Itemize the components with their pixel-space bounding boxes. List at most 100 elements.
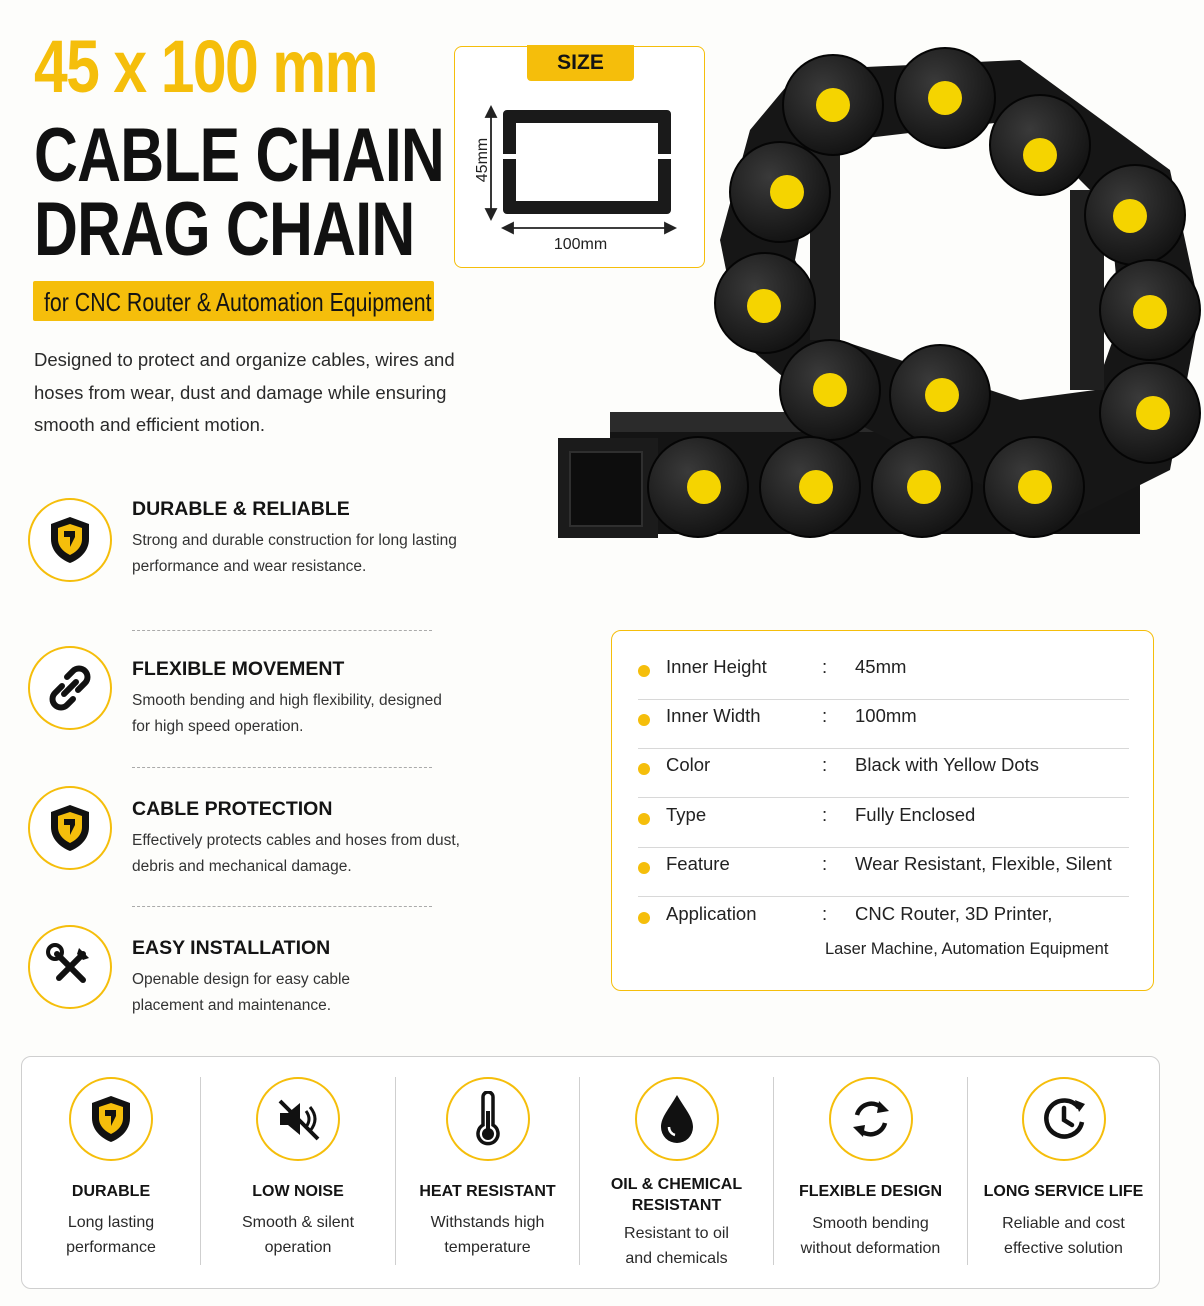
spec-row: Application : CNC Router, 3D Printer, La… [638, 898, 1129, 978]
feature-title: FLEXIBLE MOVEMENT [132, 658, 345, 680]
spec-row: Feature : Wear Resistant, Flexible, Sile… [638, 848, 1129, 897]
bullet-dot [638, 665, 650, 677]
benefit-text: and chemicals [625, 1250, 728, 1267]
benefit-flexible-design: FLEXIBLE DESIGN Smooth bending without d… [774, 1057, 967, 1288]
benefit-text: temperature [444, 1239, 531, 1256]
spec-value: Fully Enclosed [855, 804, 976, 825]
cross-section-outline [503, 110, 671, 214]
feature-flexible: FLEXIBLE MOVEMENT Smooth bending and hig… [28, 646, 468, 746]
thermometer-icon [445, 1077, 530, 1161]
spec-table: Inner Height : 45mm Inner Width : 100mm … [611, 630, 1154, 991]
spec-key: Color [666, 754, 711, 775]
spec-separator: : [822, 705, 828, 726]
shield-icon [69, 1077, 153, 1161]
spec-key: Feature [666, 853, 730, 874]
spec-row: Color : Black with Yellow Dots [638, 749, 1129, 798]
benefit-text: performance [66, 1239, 156, 1256]
feature-title: DURABLE & RELIABLE [132, 498, 350, 520]
benefits-panel: DURABLE Long lasting performance LOW NOI… [21, 1056, 1160, 1289]
feature-text: Effectively protects cables and hoses fr… [132, 832, 460, 875]
headline-line-2: DRAG CHAIN [34, 187, 415, 272]
refresh-arrows-icon [828, 1077, 913, 1161]
benefit-text: Long lasting [67, 1214, 155, 1231]
benefit-oil-chemical: OIL & CHEMICAL RESISTANT Resistant to oi… [580, 1057, 773, 1288]
benefit-low-noise: LOW NOISE Smooth & silent operation [201, 1057, 395, 1288]
benefit-text: Resistant to oil [624, 1225, 729, 1242]
benefit-title: FLEXIBLE DESIGN [798, 1183, 943, 1200]
benefit-title: LONG SERVICE LIFE [983, 1183, 1144, 1200]
oil-drop-icon [634, 1077, 719, 1161]
spec-value: Black with Yellow Dots [855, 754, 1040, 775]
subtitle-text: for CNC Router & Automation Equipment [44, 287, 432, 317]
feature-title: EASY INSTALLATION [132, 937, 331, 959]
tools-icon [28, 925, 112, 1009]
bullet-dot [638, 813, 650, 825]
divider [579, 1077, 580, 1265]
subtitle-banner: for CNC Router & Automation Equipment [33, 281, 434, 321]
chain-link-icon [28, 646, 112, 730]
feature-protection: CABLE PROTECTION Effectively protects ca… [28, 786, 468, 886]
benefit-text: Smooth & silent [241, 1214, 355, 1231]
benefit-text: without deformation [800, 1240, 941, 1257]
benefit-durable: DURABLE Long lasting performance [22, 1057, 200, 1288]
divider [132, 906, 432, 907]
spec-value-line-2: Laser Machine, Automation Equipment [825, 940, 1109, 958]
spec-key: Inner Width [666, 705, 761, 726]
divider [773, 1077, 774, 1265]
bullet-dot [638, 763, 650, 775]
spec-value: CNC Router, 3D Printer, [855, 903, 1053, 924]
benefit-heat-resistant: HEAT RESISTANT Withstands high temperatu… [396, 1057, 579, 1288]
spec-value: 45mm [855, 656, 907, 677]
spec-value: Wear Resistant, Flexible, Silent [855, 853, 1112, 874]
divider [132, 767, 432, 768]
feature-title: CABLE PROTECTION [132, 798, 333, 820]
divider [132, 630, 432, 631]
benefit-text: Smooth bending [812, 1215, 929, 1232]
product-image [558, 47, 1201, 538]
spec-value: 100mm [855, 705, 917, 726]
feature-installation: EASY INSTALLATION Openable design for ea… [28, 925, 468, 1025]
benefit-text: operation [264, 1239, 332, 1256]
bullet-dot [638, 912, 650, 924]
clock-icon [1021, 1077, 1106, 1161]
spec-key: Application [666, 903, 757, 924]
feature-text: Openable design for easy cable placement… [132, 971, 351, 1014]
benefit-text: Reliable and cost [1002, 1215, 1125, 1232]
size-diagram: SIZE 45mm 100mm [454, 45, 705, 268]
feature-text: Strong and durable construction for long… [132, 532, 457, 575]
feature-durable: DURABLE & RELIABLE Strong and durable co… [28, 498, 468, 608]
benefit-title: LOW NOISE [252, 1183, 344, 1200]
divider [967, 1077, 968, 1265]
height-label: 45mm [474, 137, 492, 183]
spec-key: Inner Height [666, 656, 767, 677]
spec-key: Type [666, 804, 707, 825]
spec-separator: : [822, 656, 828, 677]
bullet-dot [638, 714, 650, 726]
width-label: 100mm [553, 236, 608, 253]
divider [395, 1077, 396, 1265]
benefit-title: DURABLE [71, 1183, 151, 1200]
size-tag: SIZE [527, 45, 634, 81]
shield-icon [28, 498, 112, 582]
spec-separator: : [822, 804, 828, 825]
headline-line-1: CABLE CHAIN [34, 113, 445, 198]
benefit-title: HEAT RESISTANT [419, 1183, 556, 1200]
benefit-title-line-2: RESISTANT [631, 1197, 722, 1214]
divider [200, 1077, 201, 1265]
benefit-long-life: LONG SERVICE LIFE Reliable and cost effe… [968, 1057, 1159, 1288]
intro-paragraph: Designed to protect and organize cables,… [34, 349, 455, 435]
dimension-arrows [484, 104, 678, 235]
shield-icon [28, 786, 112, 870]
spec-row: Inner Height : 45mm [638, 651, 1129, 700]
benefit-title: OIL & CHEMICAL [610, 1176, 743, 1193]
benefit-text: effective solution [1004, 1240, 1123, 1257]
spec-row: Inner Width : 100mm [638, 700, 1129, 749]
feature-text: Smooth bending and high flexibility, des… [132, 692, 442, 735]
headline-size: 45 x 100 mm [34, 25, 379, 108]
spec-separator: : [822, 903, 828, 924]
benefit-text: Withstands high [430, 1214, 545, 1231]
spec-separator: : [822, 754, 828, 775]
spec-row: Type : Fully Enclosed [638, 799, 1129, 848]
bullet-dot [638, 862, 650, 874]
spec-separator: : [822, 853, 828, 874]
